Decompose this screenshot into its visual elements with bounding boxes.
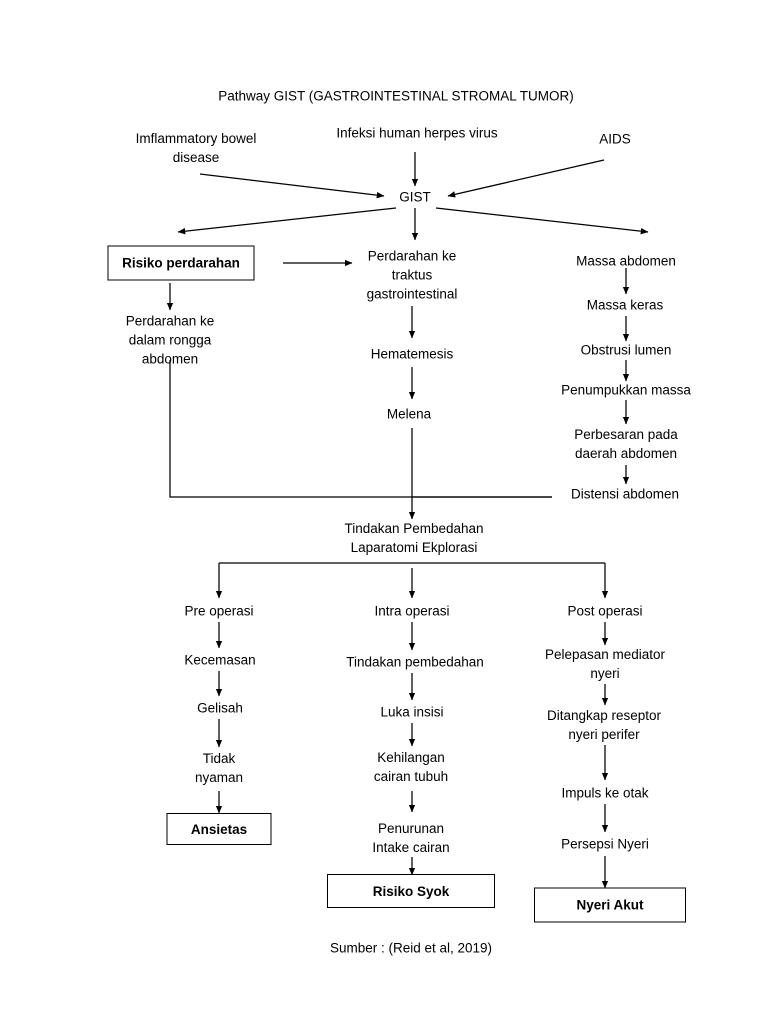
source-citation: Sumber : (Reid et al, 2019) (329, 940, 493, 956)
node-post-operasi: Post operasi (567, 603, 643, 619)
node-melena: Melena (386, 406, 432, 422)
cause-aids: AIDS (599, 131, 631, 147)
node-kehilangan-cairan-tubuh: Kehilangan cairan tubuh (373, 750, 449, 784)
node-perdarahan-rongga-abdomen: Perdarahan ke dalam rongga abdomen (125, 313, 215, 367)
node-hematemesis: Hematemesis (370, 346, 454, 362)
node-ditangkap-reseptor-nyeri-perifer: Ditangkap reseptor nyeri perifer (546, 708, 662, 742)
node-perdarahan-traktus-gi: Perdarahan ke traktus gastrointestinal (366, 248, 458, 302)
page-title: Pathway GIST (GASTROINTESTINAL STROMAL T… (218, 88, 574, 104)
node-massa-keras: Massa keras (586, 297, 664, 313)
node-luka-insisi: Luka insisi (380, 704, 444, 720)
node-persepsi-nyeri: Persepsi Nyeri (561, 836, 649, 852)
box-risiko-perdarahan: Risiko perdarahan (107, 245, 255, 281)
node-perbesaran-daerah-abdomen: Perbesaran pada daerah abdomen (574, 427, 678, 461)
node-penumpukkan-massa: Penumpukkan massa (561, 382, 691, 398)
cause-inflammatory-bowel-disease: Imflammatory bowel disease (135, 131, 257, 165)
node-massa-abdomen: Massa abdomen (576, 253, 676, 269)
node-intra-operasi: Intra operasi (374, 603, 450, 619)
box-nyeri-akut: Nyeri Akut (534, 887, 686, 923)
node-tidak-nyaman: Tidak nyaman (194, 751, 244, 785)
node-obstrusi-lumen: Obstrusi lumen (580, 342, 672, 358)
node-kecemasan: Kecemasan (184, 652, 256, 668)
box-risiko-syok: Risiko Syok (327, 874, 495, 908)
box-ansietas: Ansietas (166, 813, 272, 845)
node-penurunan-intake-cairan: Penurunan Intake cairan (372, 821, 450, 855)
node-tindakan-pembedahan: Tindakan pembedahan (346, 654, 484, 670)
node-impuls-ke-otak: Impuls ke otak (561, 785, 649, 801)
node-gist: GIST (399, 189, 431, 205)
node-pelepasan-mediator-nyeri: Pelepasan mediator nyeri (544, 647, 666, 681)
cause-herpes-virus: Infeksi human herpes virus (336, 125, 498, 141)
node-distensi-abdomen: Distensi abdomen (570, 486, 680, 502)
node-gelisah: Gelisah (197, 700, 243, 716)
node-pre-operasi: Pre operasi (184, 603, 254, 619)
node-tindakan-pembedahan-laparatomi: Tindakan Pembedahan Laparatomi Ekplorasi (344, 521, 484, 555)
